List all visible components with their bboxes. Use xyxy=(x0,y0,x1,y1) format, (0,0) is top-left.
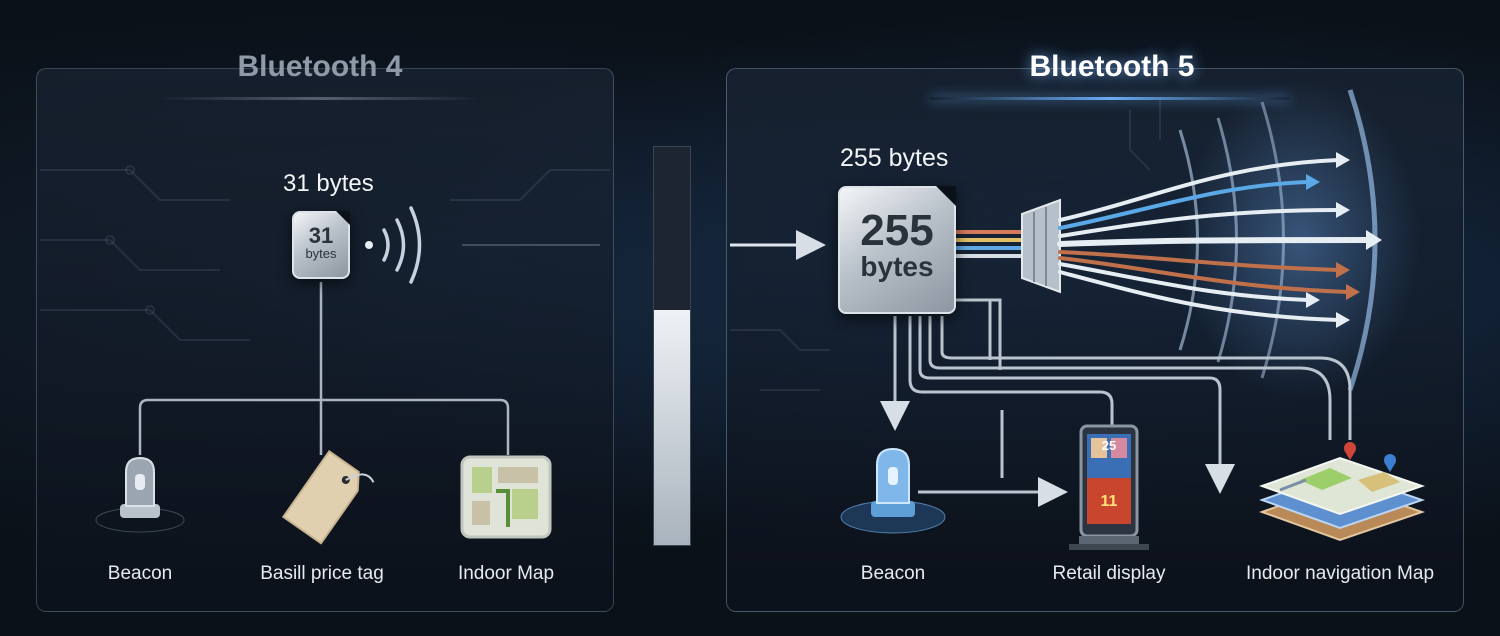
title-underline xyxy=(160,97,480,100)
retail-display-icon xyxy=(1069,424,1149,550)
item-label: Retail display xyxy=(1052,563,1166,584)
display-top-text: 25 xyxy=(1102,438,1116,453)
beacon-icon xyxy=(840,447,946,534)
price-tag-icon xyxy=(281,449,375,545)
payload-chip-icon: 31 bytes xyxy=(292,211,350,279)
fan-out-arrowheads xyxy=(1306,152,1382,328)
payload-chip-icon: 255 bytes xyxy=(838,186,956,314)
display-bottom-text: 11 xyxy=(1101,493,1118,510)
indoor-map-icon xyxy=(460,455,552,539)
item-label: Basill price tag xyxy=(260,563,384,584)
chip-unit: bytes xyxy=(305,246,337,261)
circuit-traces xyxy=(40,100,1161,391)
beacon-icon xyxy=(95,456,185,533)
connector-icon xyxy=(1021,198,1061,294)
chip-unit: bytes xyxy=(860,251,934,282)
chip-number: 255 xyxy=(860,206,934,255)
capacity-bar xyxy=(653,146,691,546)
item-label: Beacon xyxy=(107,563,173,584)
bluetooth-5-title: Bluetooth 5 xyxy=(1029,50,1195,83)
item-label: Indoor navigation Map xyxy=(1245,563,1435,584)
bluetooth-4-title: Bluetooth 4 xyxy=(237,50,403,83)
item-label: Indoor Map xyxy=(457,563,555,584)
left-signal-waves-icon xyxy=(365,206,422,284)
payload-size-label: 255 bytes xyxy=(840,144,949,172)
title-underline xyxy=(930,97,1290,100)
data-cable xyxy=(956,230,1022,258)
fan-out-arrows xyxy=(1057,158,1373,322)
left-connector-lines xyxy=(138,282,510,455)
chip-number: 31 xyxy=(308,223,334,248)
layered-map-icon xyxy=(1259,442,1426,542)
payload-size-label: 31 bytes xyxy=(283,170,374,197)
item-label: Beacon xyxy=(860,563,926,584)
right-connector-lines xyxy=(880,298,1352,507)
capacity-bar-fill xyxy=(654,310,690,545)
